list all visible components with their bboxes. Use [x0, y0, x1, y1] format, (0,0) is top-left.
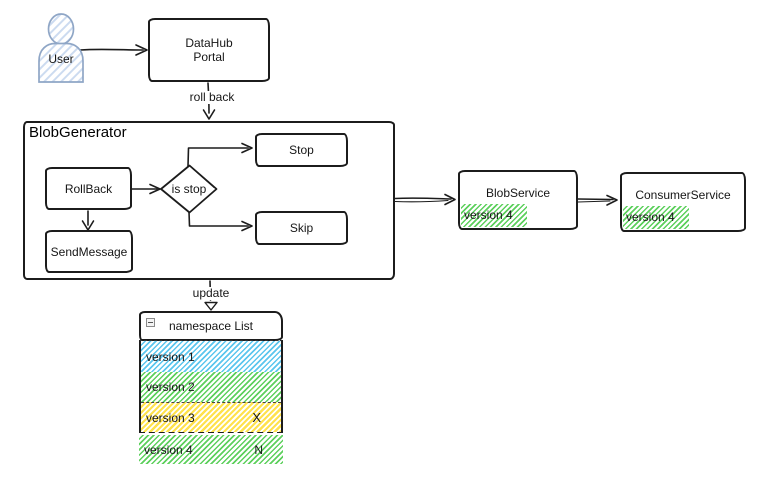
edge-blobgenerator-blobservice[interactable] — [394, 193, 456, 206]
person-icon — [38, 13, 84, 83]
arrowhead-right-icon — [606, 194, 618, 206]
row-label: version 1 — [146, 349, 195, 364]
edge-label-update: update — [186, 287, 236, 300]
node-stop[interactable]: Stop — [255, 133, 348, 167]
container-blobgenerator[interactable]: BlobGenerator — [23, 121, 395, 280]
node-datahub-portal-label: DataHub Portal — [185, 36, 233, 64]
namespace-list-title: namespace List — [168, 319, 254, 333]
edge-user-datahub[interactable] — [79, 44, 148, 56]
node-rollback[interactable]: RollBack — [45, 167, 132, 210]
namespace-list-header[interactable]: namespace List — [139, 311, 283, 341]
node-sendmessage-label: SendMessage — [50, 244, 128, 259]
namespace-list-body: version 1 version 2 version 3 X — [139, 340, 283, 433]
node-consumerservice-label: ConsumerService — [635, 188, 731, 202]
decision-diamond-shape[interactable] — [160, 164, 218, 214]
blobservice-version-badge: version 4 — [461, 204, 527, 227]
node-sendmessage[interactable]: SendMessage — [45, 230, 133, 273]
node-decision-label: is stop — [171, 182, 207, 196]
row-flag: X — [252, 410, 261, 425]
node-consumerservice[interactable]: ConsumerService version 4 — [620, 172, 746, 232]
arrowhead-right-icon — [241, 220, 253, 232]
node-blobservice[interactable]: BlobService version 4 — [458, 170, 578, 230]
collapse-icon[interactable] — [146, 318, 155, 327]
node-decision[interactable]: is stop — [161, 165, 217, 213]
node-stop-label: Stop — [289, 143, 314, 157]
row-label: version 2 — [146, 380, 195, 394]
table-row-version-4[interactable]: version 4 N — [139, 435, 283, 464]
arrowhead-right-icon — [135, 44, 148, 56]
arrowhead-hollow-triangle-icon — [204, 301, 218, 311]
edge-blobservice-consumerservice[interactable] — [577, 194, 618, 206]
edge-label-roll-back: roll back — [182, 91, 242, 104]
arrowhead-right-icon — [444, 193, 456, 206]
table-row-version-2[interactable]: version 2 — [141, 372, 281, 402]
table-row-version-1[interactable]: version 1 — [141, 341, 281, 372]
node-skip[interactable]: Skip — [255, 211, 348, 245]
arrowhead-down-icon — [202, 109, 216, 120]
arrowhead-right-icon — [241, 142, 253, 154]
node-datahub-portal[interactable]: DataHub Portal — [148, 18, 270, 82]
arrowhead-right-icon — [149, 183, 161, 195]
container-blobgenerator-title: BlobGenerator — [29, 124, 127, 141]
table-row-version-3[interactable]: version 3 X — [141, 402, 281, 432]
row-label: version 3 — [146, 410, 195, 425]
user-actor[interactable] — [36, 12, 86, 84]
user-label: User — [48, 52, 74, 66]
node-skip-label: Skip — [289, 221, 314, 235]
edge-decision-stop[interactable] — [187, 142, 253, 167]
edge-rollback-decision[interactable] — [131, 183, 161, 195]
node-blobservice-label: BlobService — [485, 186, 551, 200]
row-label: version 4 — [144, 442, 193, 457]
consumerservice-version-badge: version 4 — [623, 206, 689, 229]
node-rollback-label: RollBack — [64, 181, 113, 196]
row-flag: N — [254, 442, 263, 457]
edge-decision-skip[interactable] — [188, 211, 253, 232]
